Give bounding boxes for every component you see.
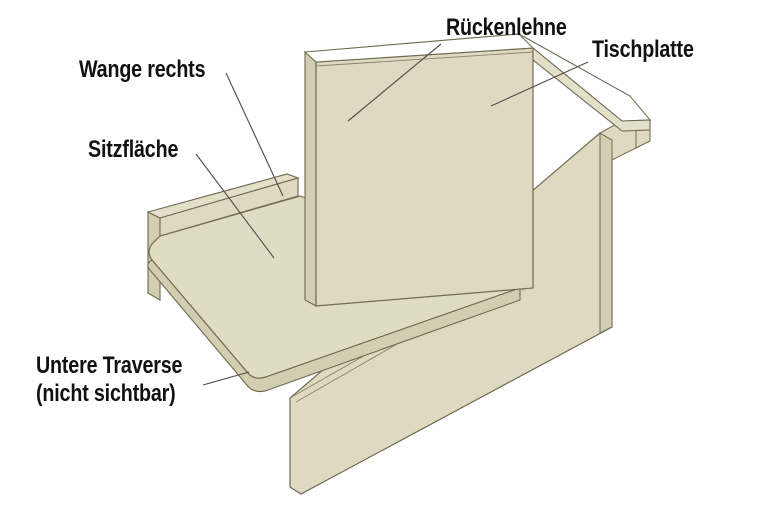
part-wange-rechts — [146, 173, 300, 301]
leader-sitzflaeche — [195, 153, 275, 259]
part-tischplatte — [518, 33, 652, 132]
leader-wange-rechts — [225, 72, 284, 197]
part-rueckenlehne — [303, 33, 535, 307]
leader-lines — [195, 43, 589, 386]
label-rueckenlehne: Rückenlehne — [446, 14, 567, 41]
leader-rueckenlehne — [347, 43, 442, 122]
leader-tischplatte — [490, 61, 589, 107]
label-untere-traverse: Untere Traverse (nicht sichtbar) — [36, 352, 183, 408]
leader-untere-traverse — [202, 371, 250, 386]
label-sitzflaeche: Sitzfläche — [88, 136, 179, 163]
label-wange-rechts: Wange rechts — [79, 56, 206, 83]
label-tischplatte: Tischplatte — [592, 36, 694, 63]
